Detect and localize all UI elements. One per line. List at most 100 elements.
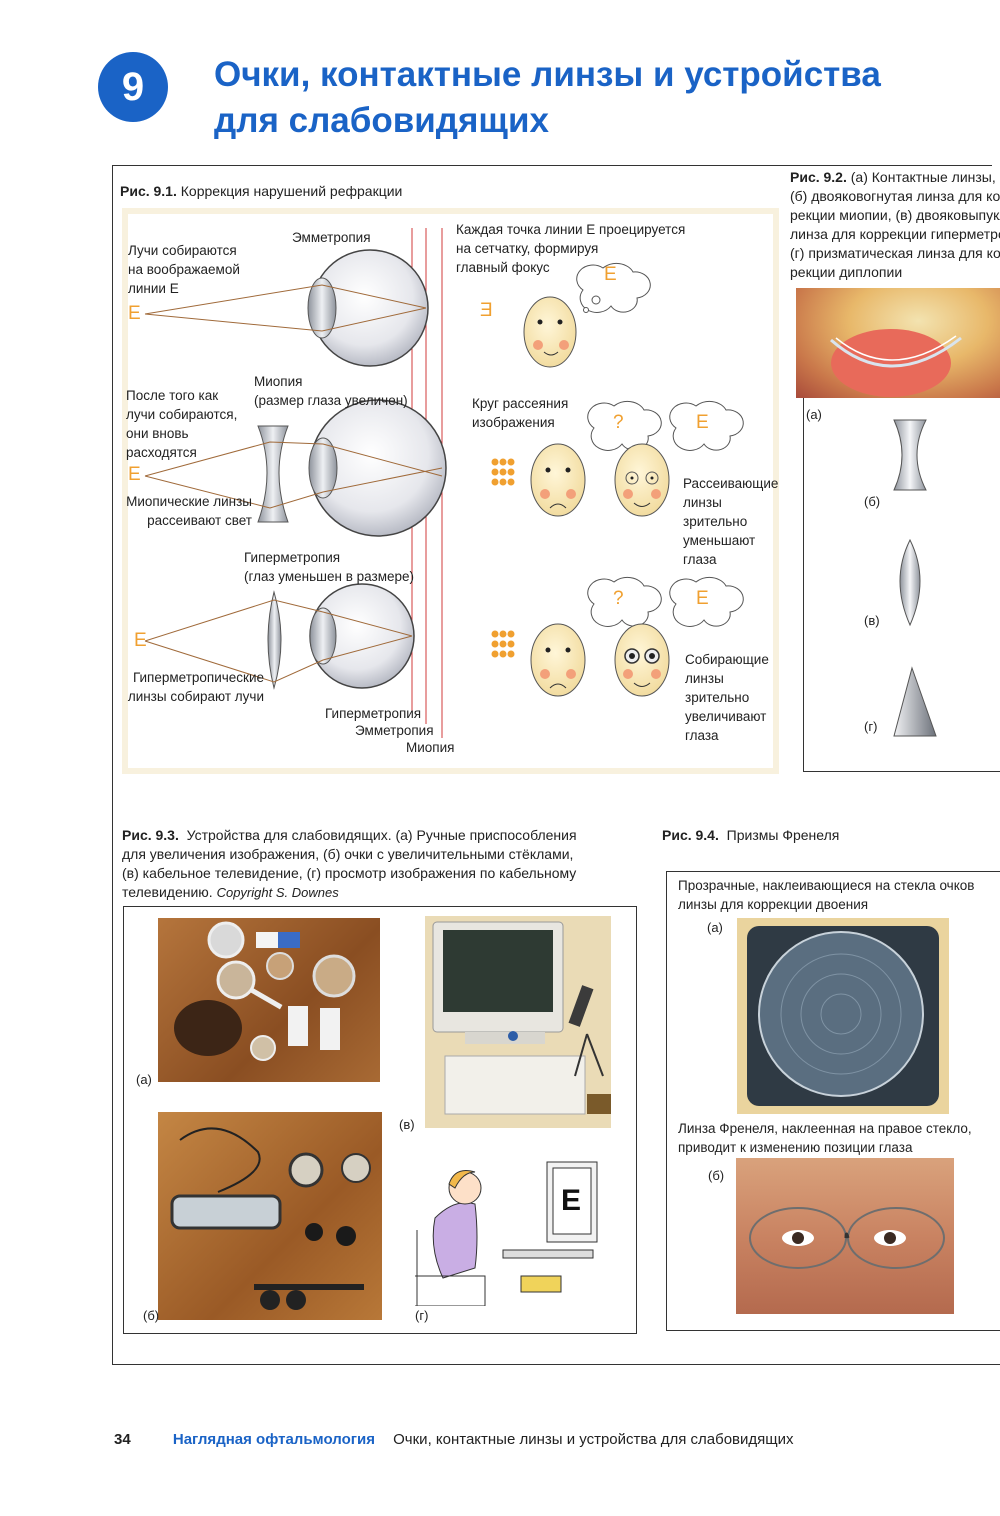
fig92-tag-a: (а) xyxy=(806,407,822,422)
myopic-lens-label: Миопические линзы рассеивают свет xyxy=(126,492,252,530)
fig94-text-a-2: линзы для коррекции двоения xyxy=(678,897,869,912)
fig94-caption: Рис. 9.4. Призмы Френеля xyxy=(662,826,839,845)
converging-2: линзы xyxy=(685,671,724,686)
after-3: они вновь xyxy=(126,426,189,441)
face-hyperopia-blurry xyxy=(530,576,662,697)
fig93-caption-num: Рис. 9.3. xyxy=(122,827,179,843)
diverging-4: уменьшают xyxy=(683,533,756,548)
bottom-rule xyxy=(112,1364,1000,1365)
converging-3: зрительно xyxy=(685,690,750,705)
hyper-lens-label: Гиперметропические линзы собирают лучи xyxy=(122,668,264,706)
prism-lens-icon xyxy=(893,666,937,737)
letter-e-retina: Ǝ xyxy=(480,300,493,321)
face-normal xyxy=(523,262,651,368)
fig92-line-4: линза для коррекции гиперметропии, xyxy=(790,226,1000,242)
fig93-line-2: для увеличения изображения, (б) очки с у… xyxy=(122,846,574,862)
emmetropia-label: Эмметропия xyxy=(292,230,371,245)
viewing-cctv-illustration: E xyxy=(415,1161,598,1306)
fig91-caption: Рис. 9.1. Коррекция нарушений рефракции xyxy=(120,182,402,201)
fresnel-prism-photo xyxy=(737,918,949,1114)
after-4: расходятся xyxy=(126,445,197,460)
cctv-photo xyxy=(425,916,611,1128)
bubble-e-1: Е xyxy=(604,264,617,285)
fig94-text-b-1: Линза Френеля, наклеенная на правое стек… xyxy=(678,1121,972,1136)
fig92-lenses xyxy=(893,419,937,737)
diverging-1: Рассеивающие xyxy=(683,476,779,491)
biconcave-lens-icon xyxy=(893,419,927,491)
converging-label: Собирающие линзы зрительно увеличивают г… xyxy=(685,650,769,745)
bubble-e-3: Е xyxy=(696,588,709,609)
diverging-label: Рассеивающие линзы зрительно уменьшают г… xyxy=(683,474,778,569)
hyper-lens-2: линзы собирают лучи xyxy=(127,689,264,704)
fresnel-glasses-photo xyxy=(736,1158,954,1314)
fig94-tag-a: (а) xyxy=(707,920,723,935)
biconvex-lens-icon xyxy=(899,538,921,627)
fig91-caption-text: Коррекция нарушений рефракции xyxy=(180,183,403,199)
myopia-eye xyxy=(144,399,447,537)
magnifying-glasses-photo xyxy=(158,1112,382,1320)
chapter-title: Очки, контактные линзы и устройства для … xyxy=(214,52,974,144)
each-point-2: на сетчатку, формируя xyxy=(456,241,599,256)
fig93-tag-b: (б) xyxy=(143,1308,160,1323)
blur-dots-hyperopia xyxy=(491,630,515,658)
rays-label-2: на воображаемой xyxy=(128,262,240,277)
fig93-caption: Рис. 9.3. Устройства для слабовидящих. (… xyxy=(122,826,582,902)
line-myop-label: Миопия xyxy=(406,740,455,755)
after-1: После того как xyxy=(126,388,219,403)
book-title: Наглядная офтальмология xyxy=(172,1431,375,1448)
after-2: лучи собираются, xyxy=(126,407,238,422)
fig93-copyright: Copyright S. Downes xyxy=(216,885,339,900)
each-point-3: главный фокус xyxy=(456,260,550,275)
top-rule xyxy=(112,165,992,166)
fig93-line-4: телевидению. xyxy=(122,884,213,900)
myopic-lens-2: рассеивают свет xyxy=(147,513,252,528)
hyperopia-eye xyxy=(144,583,415,690)
hyper-1: Гиперметропия xyxy=(244,550,341,565)
after-label: После того как лучи собираются, они внов… xyxy=(126,386,237,462)
line-emme-label: Эмметропия xyxy=(355,723,434,738)
rays-label-3: линии Е xyxy=(128,281,179,296)
rays-label: Лучи собираются на воображаемой линии Е xyxy=(128,241,240,298)
circle-2: изображения xyxy=(472,415,555,430)
each-point-label: Каждая точка линии Е проецируется на сет… xyxy=(456,220,685,277)
fig91-diagram xyxy=(144,228,744,738)
letter-e-2: Е xyxy=(128,464,141,485)
fig92-line-3: рекции миопии, (в) двояковыпуклая xyxy=(790,207,1000,223)
fig94-tag-b: (б) xyxy=(708,1168,725,1183)
fig93-tag-a: (а) xyxy=(136,1072,152,1087)
fig93-tag-v: (в) xyxy=(399,1117,415,1132)
chapter-title-line1: Очки, контактные линзы и устройства xyxy=(214,55,881,94)
fig92-line-6: рекции диплопии xyxy=(790,264,903,280)
hyper-2: (глаз уменьшен в размере) xyxy=(244,569,414,584)
myopic-lens-1: Миопические линзы xyxy=(126,494,252,509)
fig94-text-a-1: Прозрачные, наклеивающиеся на стекла очк… xyxy=(678,878,975,893)
hyper-label: Гиперметропия (глаз уменьшен в размере) xyxy=(244,548,414,586)
myopia-2: (размер глаза увеличен) xyxy=(254,393,408,408)
converging-1: Собирающие xyxy=(685,652,769,667)
fig92-line-5: (г) призматическая линза для кор- xyxy=(790,245,1000,261)
fig92-panel xyxy=(803,288,1000,772)
fig94-caption-num: Рис. 9.4. xyxy=(662,827,719,843)
left-rule xyxy=(112,165,113,1365)
fig92-line-2: (б) двояковогнутая линза для кор- xyxy=(790,188,1000,204)
bubble-question-1: ? xyxy=(613,412,624,433)
fig92-caption-num: Рис. 9.2. xyxy=(790,169,847,185)
fig94-caption-text: Призмы Френеля xyxy=(726,827,840,843)
fig91-caption-num: Рис. 9.1. xyxy=(120,183,177,199)
rays-label-1: Лучи собираются xyxy=(128,243,237,258)
bubble-e-2: Е xyxy=(696,412,709,433)
converging-4: увеличивают xyxy=(685,709,767,724)
line-hyper-label: Гиперметропия xyxy=(325,706,422,721)
footer-chapter: Очки, контактные линзы и устройства для … xyxy=(393,1431,794,1448)
each-point-1: Каждая точка линии Е проецируется xyxy=(456,222,686,237)
fig93-tag-g: (г) xyxy=(415,1308,429,1323)
magnifiers-photo xyxy=(158,918,380,1082)
face-hyperopia-corrected xyxy=(614,576,744,697)
face-myopia-blurry xyxy=(530,400,662,517)
diverging-3: зрительно xyxy=(683,514,748,529)
fig92-tag-v: (в) xyxy=(864,613,880,628)
diverging-2: линзы xyxy=(683,495,722,510)
fig92-tag-g: (г) xyxy=(864,719,878,734)
fig94-text-b-2: приводит к изменению позиции глаза xyxy=(678,1140,913,1155)
fig94-panel xyxy=(666,871,1000,1331)
